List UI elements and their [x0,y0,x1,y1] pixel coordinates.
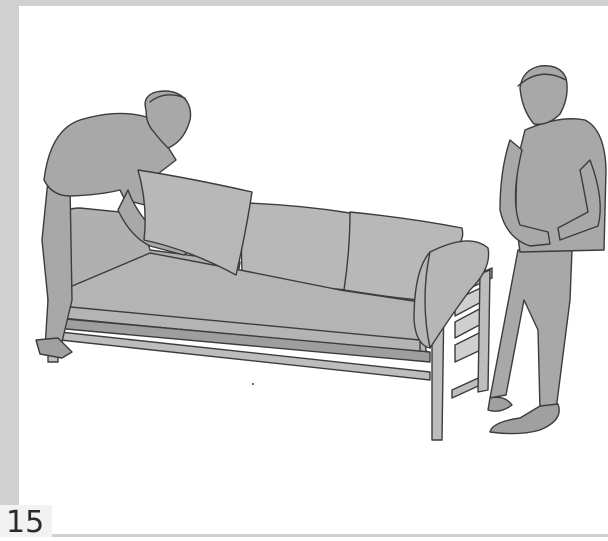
sofa-leg-right-back [478,270,490,392]
step-number: 15 [0,505,52,537]
person-right-legs [490,250,572,410]
person-right-shoe-front [488,397,512,411]
